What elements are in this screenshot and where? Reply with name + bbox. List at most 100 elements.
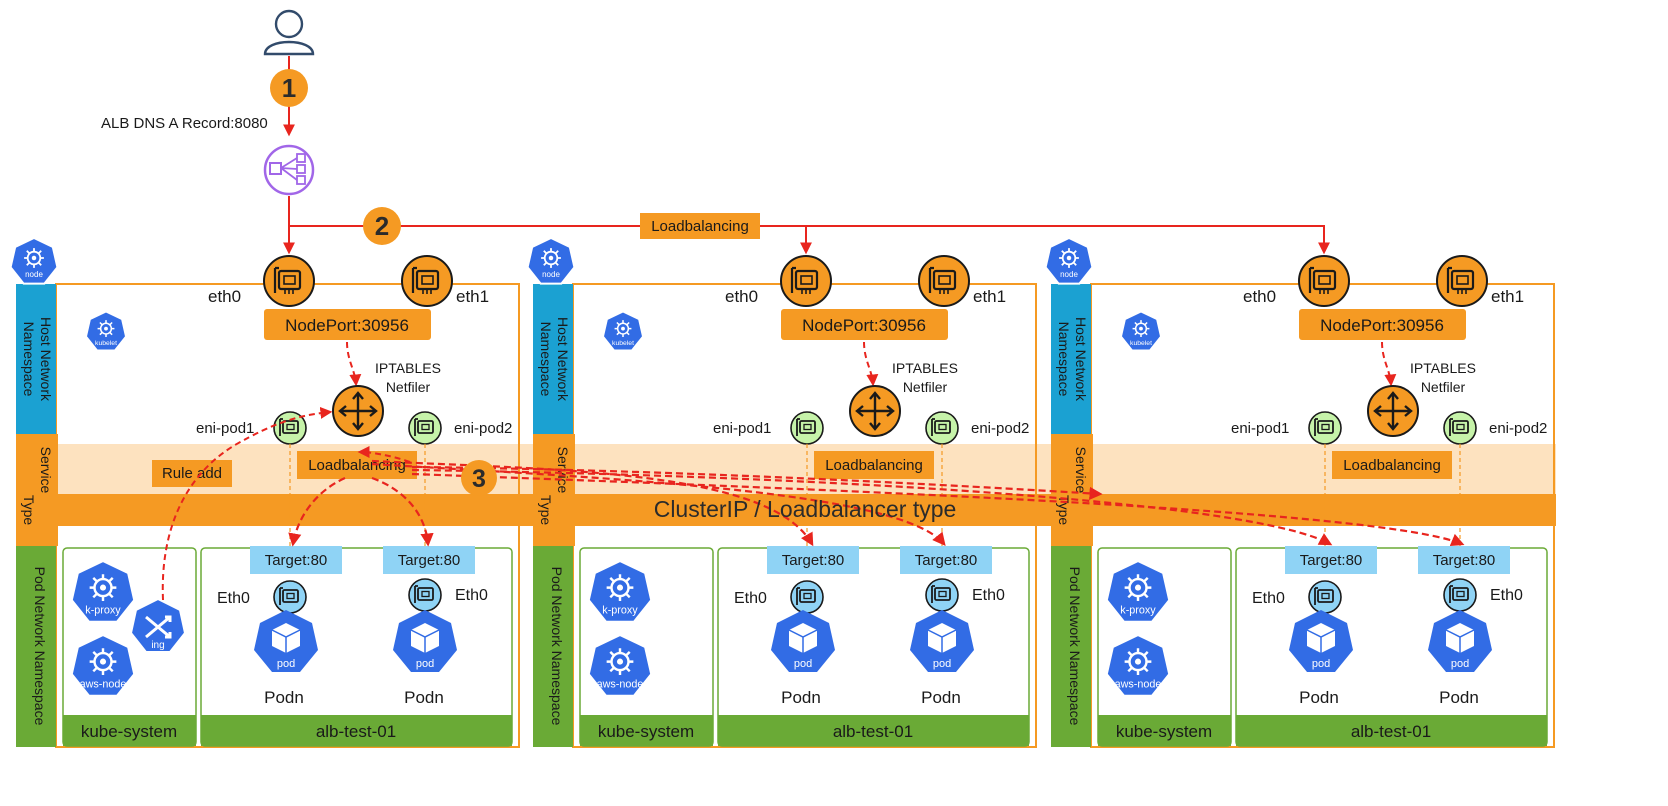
aws-node-icon: aws-node [1105,633,1171,698]
svg-text:Host Network: Host Network [1073,317,1089,402]
lb-route-1 [288,476,346,547]
lb-route-2 [371,476,434,547]
node-loadbalancing-label: Loadbalancing [308,457,406,474]
target-label-1: Target:80 [265,552,328,569]
eth0-nic-icon [1297,254,1351,308]
lb-route-5 [411,468,1333,546]
pod-icon: pod [1428,610,1492,672]
svg-text:Pod Network Namespace: Pod Network Namespace [32,567,48,726]
svg-text:Type: Type [538,495,554,526]
service-band-light-2 [16,478,1556,494]
node-badge-icon-label: node [542,270,560,279]
target-box-1 [1285,546,1377,574]
user-icon [263,9,315,56]
step2-badge: 2 [363,207,401,245]
pod-icon: pod [254,610,318,672]
pod-icon-label: pod [794,658,812,670]
nodeport-box [781,309,948,340]
rule-add-box [152,460,232,487]
pod1-eth0-icon [790,580,824,614]
target-label-1: Target:80 [1300,552,1363,569]
app-ns-label: alb-test-01 [1351,722,1431,741]
app-ns-bar [718,715,1029,746]
service-type-band [1051,434,1093,546]
alb-icon [263,144,315,196]
nodeport-to-iptables-arrow [346,341,362,387]
pod-ns-label: Pod Network Namespace [549,567,565,726]
pod-icon: pod [1289,610,1353,672]
svg-text:Type: Type [1056,495,1072,526]
eni-pod1-label: eni-pod1 [713,420,771,437]
iptables-router-icon [1366,384,1420,438]
kube-proxy-icon: k-proxy [70,559,136,624]
kube-system-ns-bar [63,715,196,746]
eth1-label: eth1 [1491,287,1524,306]
kube-system-ns-bar [580,715,713,746]
nodeport-box [1299,309,1466,340]
svg-text:Host Network: Host Network [38,317,54,402]
pod1-eth0-label: Eth0 [1252,590,1285,607]
pod2-eth0-icon [925,578,959,612]
lb-route-7 [411,465,1103,500]
eni-pod2-icon [925,411,959,445]
pod-icon: pod [771,610,835,672]
lb-route-3 [371,459,814,547]
eni-pod2-label: eni-pod2 [1489,420,1547,437]
iptables-label: IPTABLES [375,360,441,376]
pod2-name: Podn [921,688,961,707]
step3-number: 3 [472,465,486,493]
eni-pod1-label: eni-pod1 [196,420,254,437]
rule-add-label: Rule add [162,465,222,482]
app-ns-bar [201,715,512,746]
pod-ns-band [16,546,56,747]
pod2-eth0-icon [408,578,442,612]
kube-proxy-icon: k-proxy [587,559,653,624]
cluster-type-label: ClusterIP / Loadbalancer type [654,496,957,522]
alb-distribution-lines [283,196,1330,255]
eni-pod2-label: eni-pod2 [454,420,512,437]
node-badge-icon: node [9,237,59,285]
eth0-label: eth0 [725,287,758,306]
dns-record-label: ALB DNS A Record:8080 [101,115,268,132]
nodeport-label: NodePort:30956 [1320,316,1444,335]
svg-text:Pod Network Namespace: Pod Network Namespace [1067,567,1083,726]
netfiler-label: Netfiler [386,379,431,395]
target-box-1 [250,546,342,574]
pod-icon-label: pod [933,658,951,670]
step1-number: 1 [282,73,296,103]
eni-pod1-icon [1308,411,1342,445]
pod2-eth0-label: Eth0 [1490,587,1523,604]
node-badge-icon: node [1044,237,1094,285]
node-badge-icon-label: node [1060,270,1078,279]
step3-badge: 3 [461,460,497,496]
pod2-eth0-label: Eth0 [455,587,488,604]
host-ns-band [16,284,56,434]
svg-text:Pod Network Namespace: Pod Network Namespace [549,567,565,726]
target-box-1 [767,546,859,574]
nodeport-to-iptables-arrow [863,341,879,387]
pod1-eth0-label: Eth0 [734,590,767,607]
pod-icon-label: pod [277,658,295,670]
service-type-band [533,434,575,546]
eth0-label: eth0 [1243,287,1276,306]
band-layer [16,444,1556,526]
node-loadbalancing-box [814,451,934,479]
pod1-name: Podn [264,688,304,707]
ingress-controller-icon: ing [129,597,187,653]
app-ns-label: alb-test-01 [833,722,913,741]
svg-text:Namespace: Namespace [1056,322,1072,397]
cluster-type-band [16,494,1556,526]
eth0-nic-icon [779,254,833,308]
target-box-2 [900,546,992,574]
step1-badge: 1 [270,69,308,107]
service-type-band [16,434,58,546]
app-ns-label: alb-test-01 [316,722,396,741]
service-band-light [16,444,1556,478]
kube-system-ns-bar [1098,715,1231,746]
ing-label: ing [151,640,164,651]
kubelet-icon-label: kubelet [1130,340,1152,347]
pod2-name: Podn [1439,688,1479,707]
